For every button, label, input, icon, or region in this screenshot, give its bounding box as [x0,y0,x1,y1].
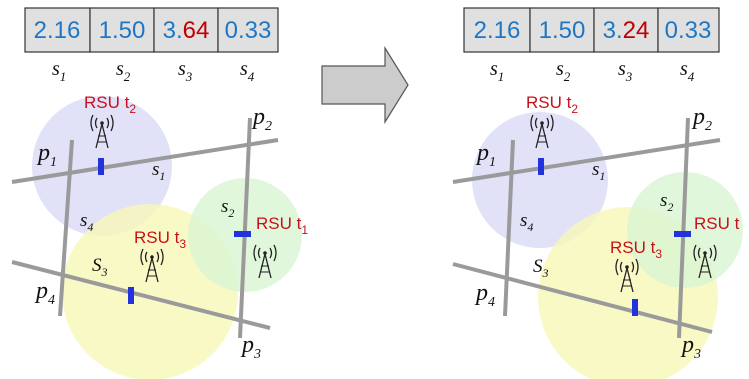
antenna-icon [693,244,717,279]
road-segment-s3 [452,262,713,334]
value-text: 2.16 [474,17,521,44]
value-text-highlighted: 3.64 [163,17,210,44]
road-segment-s4 [58,139,74,317]
point-label: p4 [474,280,495,310]
segment-label: s1 [490,58,504,84]
detection-marker [674,231,691,237]
value-cell [463,7,531,53]
segment-label: s3 [178,58,193,84]
antenna-icon [615,258,639,293]
value-cell [153,7,219,53]
rsu-label: RSU t [694,214,740,233]
value-text: 1.50 [539,17,586,44]
detection-marker [538,158,544,175]
point-label: p1 [36,140,57,170]
rsu-label: RSU t1 [256,214,308,237]
segment-label: s3 [618,58,633,84]
detection-marker [128,287,134,304]
point-label: p2 [691,104,712,134]
map-segment-label: s4 [520,210,533,234]
road-segment-s1 [11,138,279,184]
value-text: 0.33 [665,17,712,44]
antenna-icon [140,248,164,283]
road-segment-s2 [677,117,690,339]
point-label: p1 [475,140,496,170]
rsu-label: RSU t3 [134,228,186,251]
segment-label: s4 [680,58,695,84]
map-segment-label: S3 [92,255,108,279]
road-segment-s3 [11,260,271,330]
point-label: p3 [680,332,701,362]
road-segment-s1 [452,138,721,184]
road-segment-s4 [503,139,515,317]
map-segment-label: s1 [152,159,165,183]
segment-label: s4 [240,58,255,84]
point-label: p3 [240,332,261,362]
left-panel: 2.16 1.50 3.64 0.33 s1 s2 s3 s4 RSU t2 R… [11,7,308,379]
value-table: 2.16 1.50 3.64 0.33 s1 s2 s3 s4 [24,7,279,84]
value-table: 2.16 1.50 3.24 0.33 s1 s2 s3 s4 [463,7,720,84]
antenna-icon [90,114,114,149]
map-segment-label: s4 [80,210,93,234]
segment-label: s1 [52,58,66,84]
right-arrow-icon [321,45,409,125]
map-segment-label: S3 [533,256,549,280]
segment-label: s2 [556,58,571,84]
detection-marker [234,231,251,237]
right-panel: 2.16 1.50 3.24 0.33 s1 s2 s3 s4 RSU t2 R… [452,7,743,379]
point-label: p2 [251,104,272,134]
value-cell [657,7,720,53]
detection-marker [632,299,638,316]
point-label: p4 [34,278,55,308]
value-cell [529,7,595,53]
value-text: 2.16 [34,17,81,44]
antenna-icon [253,244,277,279]
antenna-icon [530,114,554,149]
rsu-label: RSU t3 [610,238,662,261]
value-text-highlighted: 3.24 [603,17,650,44]
rsu-label: RSU t2 [84,93,136,116]
value-cell [217,7,279,53]
road-segment-s2 [238,117,252,339]
value-text: 1.50 [99,17,146,44]
value-cell [593,7,659,53]
map-segment-label: s2 [660,190,673,214]
detection-marker [98,158,104,175]
map-segment-label: s1 [592,159,605,183]
value-text: 0.33 [225,17,272,44]
rsu-label: RSU t2 [526,93,578,116]
segment-label: s2 [116,58,131,84]
map-segment-label: s2 [221,196,234,220]
coverage-area-t2 [472,112,608,248]
